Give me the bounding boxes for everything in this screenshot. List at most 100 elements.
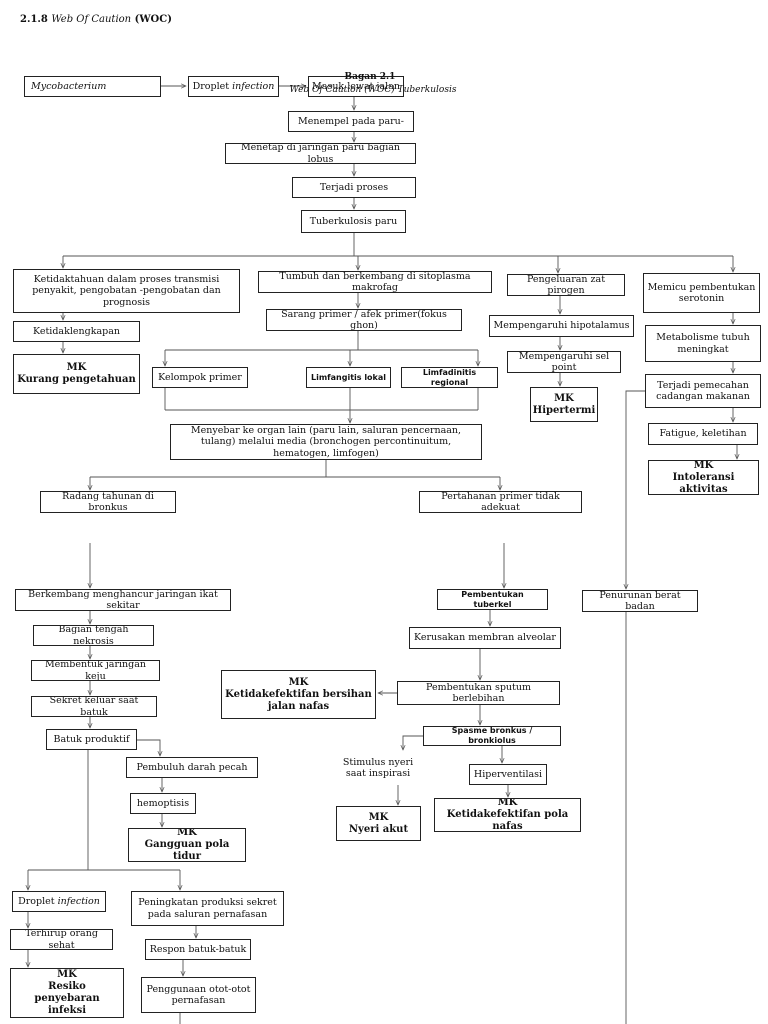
node-label: Mycobacterium — [31, 80, 107, 92]
node-droplet-infection-top: Droplet infection — [188, 76, 279, 97]
mk-diagnosis: Resiko penyebaran infeksi — [34, 981, 100, 1016]
section-title-italic: Web Of Caution — [51, 14, 132, 25]
mk-diagnosis: Ketidakefektifan bersihan jalan nafas — [225, 688, 372, 712]
node-label: Terjadi pemecahan cadangan makanan — [656, 379, 750, 402]
node-label: Pengeluaran zat pirogen — [526, 274, 606, 296]
node-sputum-berlebihan: Pembentukan sputum berlebihan — [397, 681, 560, 705]
node-respon-batuk: Respon batuk-batuk — [145, 939, 251, 960]
mk-label: MK — [177, 828, 197, 838]
node-label: Kelompok primer — [158, 371, 242, 383]
node-label: Bagian tengah nekrosis — [58, 625, 129, 646]
node-label: Sarang primer / afek primer(fokus ghon) — [281, 309, 447, 331]
node-kerusakan-membran: Kerusakan membran alveolar — [409, 627, 561, 649]
connector-31 — [626, 390, 645, 589]
node-label: Pertahanan primer tidak adekuat — [441, 491, 560, 513]
node-label: Pembentukan tuberkel — [461, 589, 524, 609]
node-menetap: Menetap di jaringan paru bagian lobus — [225, 143, 416, 164]
node-label: Terhirup orang sehat — [25, 929, 98, 950]
node-penurunan-berat-badan: Penurunan berat badan — [582, 590, 698, 612]
node-tumbuh: Tumbuh dan berkembang di sitoplasma makr… — [258, 271, 492, 293]
node-sarang-primer: Sarang primer / afek primer(fokus ghon) — [266, 309, 462, 331]
node-jaringan-keju: Membentuk jaringan keju — [31, 660, 160, 681]
node-label: Stimulus nyeri saat inspirasi — [342, 756, 414, 779]
node-nekrosis: Bagian tengah nekrosis — [33, 625, 154, 646]
node-label: Memicu pembentukan serotonin — [647, 281, 756, 304]
node-label: Mempengaruhi sel point — [518, 351, 610, 373]
node-label: Sekret keluar saat batuk — [49, 696, 139, 717]
node-terhirup: Terhirup orang sehat — [10, 929, 113, 950]
node-serotonin: Memicu pembentukan serotonin — [643, 273, 760, 313]
node-droplet-infection-bottom: Droplet infection — [12, 891, 106, 912]
node-tuberkulosis-paru: Tuberkulosis paru — [301, 210, 406, 233]
node-label: Berkembang menghancur jaringan ikat seki… — [28, 589, 218, 611]
node-metabolisme: Metabolisme tubuh meningkat — [645, 325, 761, 362]
node-stimulus-nyeri: Stimulus nyeri saat inspirasi — [333, 751, 423, 785]
node-masuk-lewat-jalan: Masuk lewat jalan — [308, 76, 404, 97]
connector-53 — [403, 735, 423, 750]
mk-label: MK — [288, 676, 309, 688]
mk-diagnosis: Gangguan pola tidur — [144, 839, 230, 862]
node-label: Kerusakan membran alveolar — [414, 632, 556, 644]
node-pertahanan-primer: Pertahanan primer tidak adekuat — [419, 491, 582, 513]
node-label: Penurunan berat badan — [599, 590, 681, 612]
node-menempel: Menempel pada paru- — [288, 111, 414, 132]
mk-label: MK — [368, 811, 389, 823]
node-ketidaklengkapan: Ketidaklengkapan — [13, 321, 140, 342]
node-label: Membentuk jaringan keju — [44, 660, 147, 681]
node-label: Limfadinitis regional — [422, 367, 477, 387]
node-label: Ketidaktahuan dalam proses transmisi pen… — [32, 273, 221, 308]
node-label: Pembentukan sputum berlebihan — [426, 681, 531, 704]
node-menyebar: Menyebar ke organ lain (paru lain, salur… — [170, 424, 482, 460]
diagram-caption-subtitle: Web Of Caution (WOC) Tuberkulosis — [289, 85, 457, 95]
node-label: Menyebar ke organ lain (paru lain, salur… — [190, 424, 462, 459]
section-title-bold: (WOC) — [134, 14, 172, 25]
node-terjadi-proses: Terjadi proses — [292, 177, 416, 198]
mk-diagnosis: Nyeri akut — [348, 823, 409, 835]
node-label: Droplet infection — [18, 895, 100, 907]
mk-diagnosis: Intoleransi aktivitas — [672, 471, 735, 495]
node-label: Radang tahunan di bronkus — [62, 491, 154, 513]
node-label: Menempel pada paru- — [298, 115, 404, 127]
node-label: Mempengaruhi hipotalamus — [493, 320, 630, 332]
node-pembentukan-tuberkel: Pembentukan tuberkel — [437, 589, 548, 610]
node-spasme-bronkus: Spasme bronkus / bronkiolus — [423, 726, 561, 746]
node-ketidaktahuan: Ketidaktahuan dalam proses transmisi pen… — [13, 269, 240, 313]
node-label: Tumbuh dan berkembang di sitoplasma makr… — [279, 271, 471, 293]
node-label: Masuk lewat jalan — [312, 80, 400, 92]
mk-label: MK — [57, 969, 77, 980]
mk-diagnosis: Ketidakefektifan pola nafas — [446, 809, 569, 832]
section-heading: 2.1.8 Web Of Caution (WOC) — [20, 14, 172, 25]
node-otot-pernafasan: Penggunaan otot-otot pernafasan — [141, 977, 256, 1013]
node-berkembang-menghancur: Berkembang menghancur jaringan ikat seki… — [15, 589, 231, 611]
node-label: Metabolisme tubuh meningkat — [656, 332, 750, 355]
node-label: Peningkatan produksi sekret pada saluran… — [138, 897, 277, 920]
node-label: Fatigue, keletihan — [659, 428, 747, 440]
node-pembuluh-darah: Pembuluh darah pecah — [126, 757, 258, 778]
node-label: hemoptisis — [136, 797, 190, 809]
node-hemoptisis: hemoptisis — [130, 793, 196, 814]
node-label: Droplet infection — [192, 80, 275, 92]
node-label: Pembuluh darah pecah — [136, 761, 248, 773]
node-fatigue: Fatigue, keletihan — [648, 423, 758, 445]
node-label: Menetap di jaringan paru bagian lobus — [240, 143, 401, 164]
node-pirogen: Pengeluaran zat pirogen — [507, 274, 625, 296]
node-hipotalamus: Mempengaruhi hipotalamus — [489, 315, 634, 337]
section-number: 2.1.8 — [20, 14, 48, 25]
node-sekret-keluar: Sekret keluar saat batuk — [31, 696, 157, 717]
node-hiperventilasi: Hiperventilasi — [469, 764, 547, 785]
node-label: Respon batuk-batuk — [149, 943, 247, 955]
mk-label: MK — [693, 460, 714, 471]
node-limfangitis: Limfangitis lokal — [306, 367, 391, 388]
node-label: Tuberkulosis paru — [309, 215, 398, 227]
node-pemecahan: Terjadi pemecahan cadangan makanan — [645, 374, 761, 408]
node-radang-tahunan: Radang tahunan di bronkus — [40, 491, 176, 513]
node-batuk-produktif: Batuk produktif — [46, 729, 137, 750]
node-label: Limfangitis lokal — [310, 372, 387, 382]
mk-diagnosis: Hipertermi — [532, 404, 596, 416]
